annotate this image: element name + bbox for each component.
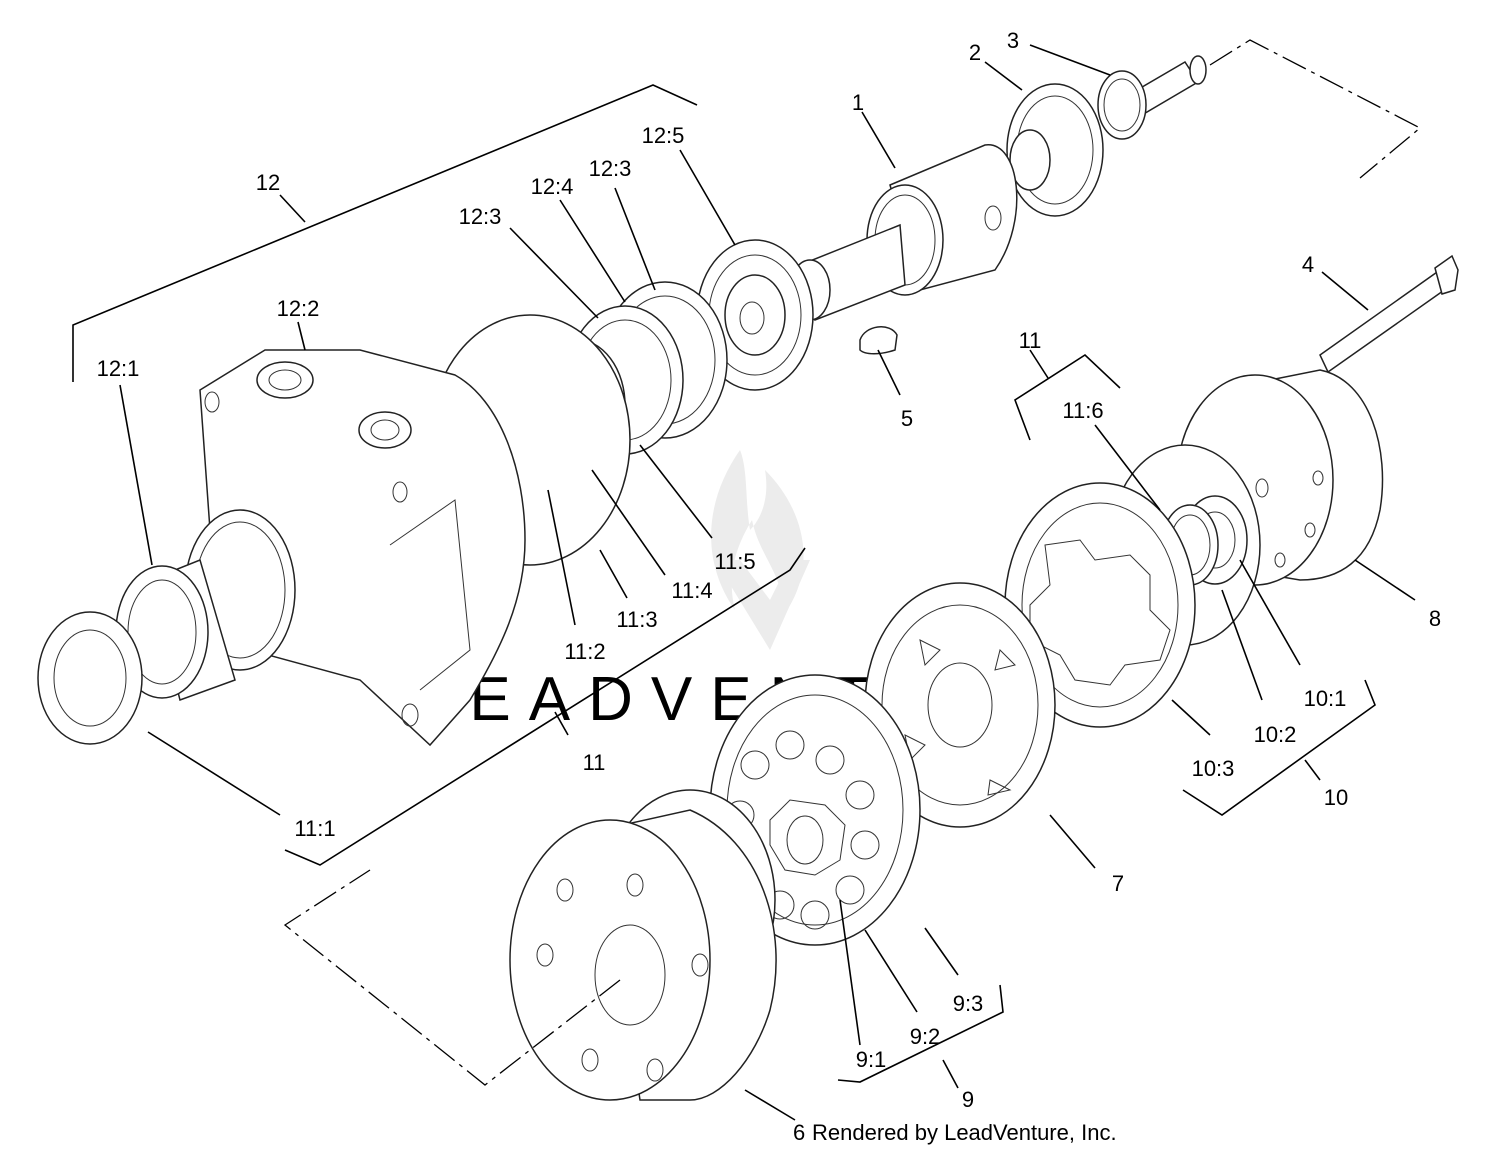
callout-10-2: 10:2 — [1254, 722, 1297, 747]
callout-6: 6 — [793, 1120, 805, 1145]
callout-11-4: 11:4 — [671, 578, 712, 603]
part-8-end-cap — [1176, 369, 1384, 586]
part-9-1-rotor — [769, 799, 846, 876]
callout-12-2: 12:2 — [277, 296, 320, 321]
callout-11-5: 11:5 — [714, 549, 755, 574]
part-6-end-plate — [509, 809, 777, 1101]
credit-line: 6 Rendered by LeadVenture, Inc. — [793, 1120, 1117, 1145]
callout-12-3-right: 12:3 — [589, 156, 632, 181]
callout-9-1: 9:1 — [856, 1047, 887, 1072]
callout-10: 10 — [1324, 785, 1348, 810]
callout-10-1: 10:1 — [1304, 686, 1347, 711]
leader-lines — [72, 44, 1416, 1121]
callout-12-5: 12:5 — [642, 123, 685, 148]
callout-12-4: 12:4 — [531, 174, 574, 199]
callout-7: 7 — [1112, 871, 1124, 896]
callout-9: 9 — [962, 1087, 974, 1112]
part-2-washer — [1006, 83, 1104, 217]
callout-3: 3 — [1007, 28, 1019, 53]
callout-10-3: 10:3 — [1192, 756, 1235, 781]
part-10-3-gerotor — [1004, 482, 1196, 728]
callout-12-3-left: 12:3 — [459, 204, 502, 229]
callout-11-top: 11 — [1019, 328, 1042, 353]
flame-watermark-icon — [711, 450, 810, 650]
callout-11-3: 11:3 — [616, 607, 657, 632]
part-4-bolt — [1319, 254, 1459, 374]
callout-11-1: 11:1 — [294, 816, 335, 841]
callout-12-1: 12:1 — [97, 356, 140, 381]
callout-1: 1 — [852, 90, 864, 115]
callout-9-3: 9:3 — [953, 991, 984, 1016]
callout-11-6: 11:6 — [1062, 398, 1103, 423]
callout-12: 12 — [256, 170, 280, 195]
part-12-2-housing — [199, 349, 526, 747]
callout-9-2: 9:2 — [910, 1024, 941, 1049]
callout-11-2: 11:2 — [564, 639, 605, 664]
callout-4: 4 — [1302, 252, 1314, 277]
part-1-drive-shaft — [789, 144, 1018, 322]
part-3-shaft — [1097, 55, 1207, 140]
callout-2: 2 — [969, 40, 981, 65]
part-11-1-seal — [37, 611, 143, 745]
part-5-key — [859, 326, 898, 355]
center-lines — [283, 39, 1422, 1086]
callout-labels: 3 2 1 4 5 12:5 12:3 12:4 12:3 12 12:2 12… — [97, 28, 1442, 1112]
credit-text: Rendered by LeadVenture, Inc. — [812, 1120, 1117, 1145]
callout-8: 8 — [1429, 606, 1441, 631]
callout-5: 5 — [901, 406, 913, 431]
callout-11-mid: 11 — [583, 750, 606, 775]
